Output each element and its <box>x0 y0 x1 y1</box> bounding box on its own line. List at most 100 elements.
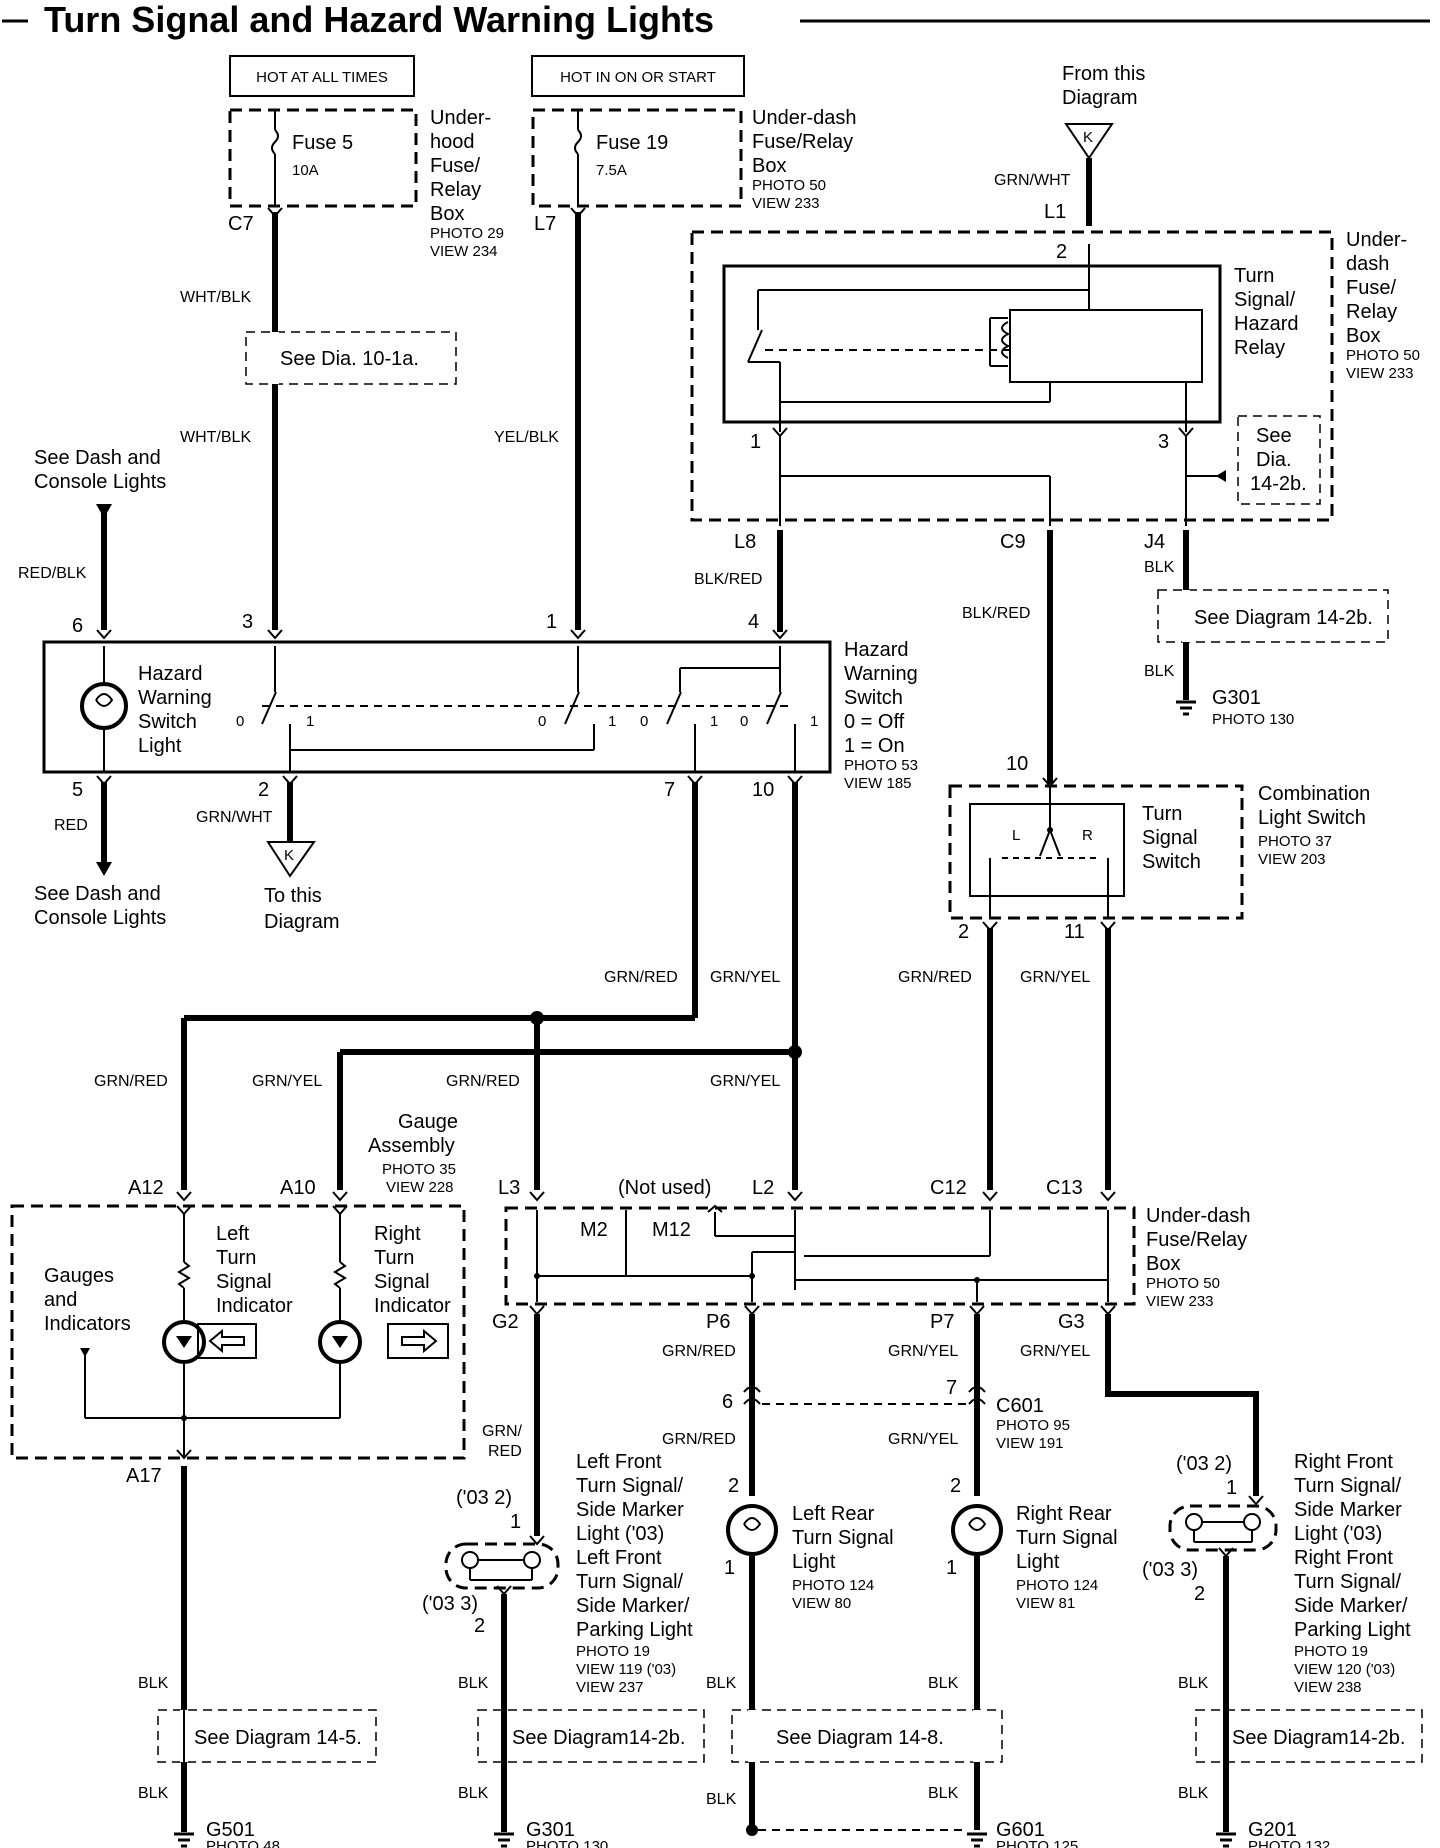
right-indicator-l2: Turn <box>374 1247 414 1269</box>
lr-p2: 2 <box>728 1475 739 1497</box>
hazard-sw-0-c: 0 <box>640 713 648 730</box>
hazard-light-l2: Warning <box>138 687 212 709</box>
wire-wht-blk-2: WHT/BLK <box>180 429 251 446</box>
relay-l1: Turn <box>1234 265 1274 287</box>
hazard-switch-pin2: 2 <box>258 779 269 801</box>
relay-box-l4: Relay <box>1346 301 1397 323</box>
turn-switch-l1: Turn <box>1142 803 1182 825</box>
wire-blk-red-1: BLK/RED <box>694 571 762 588</box>
see-diagram-14-2b-b: See Diagram14-2b. <box>1232 1727 1405 1749</box>
ud-bottom-l3pin: L3 <box>498 1177 520 1199</box>
underdash-top-l3: Box <box>752 155 786 177</box>
wire-grn-yel-4: GRN/YEL <box>1020 969 1090 986</box>
hazard-sw-1-a: 1 <box>306 713 314 730</box>
lf-view2: VIEW 237 <box>576 1679 644 1696</box>
ud-bottom-m12: M12 <box>652 1219 691 1241</box>
wire-grn-yel-3: GRN/YEL <box>710 1073 780 1090</box>
relay-box-l1: Under- <box>1346 229 1407 251</box>
hazard-switch-pin5: 5 <box>72 779 83 801</box>
rf-l7: Side Marker/ <box>1294 1595 1408 1617</box>
relay-l4: Relay <box>1234 337 1285 359</box>
left-front-bulb-icon-1 <box>461 1551 479 1569</box>
gauge-view: VIEW 228 <box>386 1179 454 1196</box>
hazard-switch-pin7: 7 <box>664 779 675 801</box>
g301-bottom-name: G301 <box>526 1819 575 1841</box>
relay-pin-c9: C9 <box>1000 531 1026 553</box>
ud-bottom-g2: G2 <box>492 1311 519 1333</box>
gauges-l1: Gauges <box>44 1265 114 1287</box>
turn-switch-L: L <box>1012 827 1020 844</box>
wire-grn-red-4: GRN/RED <box>898 969 972 986</box>
rf-yr2: ('03 2) <box>1176 1453 1232 1475</box>
rf-l6: Turn Signal/ <box>1294 1571 1402 1593</box>
lr-photo: PHOTO 124 <box>792 1577 874 1594</box>
gauge-l1: Gauge <box>398 1111 458 1133</box>
right-indicator-l4: Indicator <box>374 1295 451 1317</box>
see-diagram-14-2b-right: See Diagram 14-2b. <box>1194 607 1373 629</box>
hazard-light-l1: Hazard <box>138 663 202 685</box>
turn-switch-l3: Switch <box>1142 851 1201 873</box>
g601-photo: PHOTO 125 <box>996 1838 1078 1848</box>
gauges-l2: and <box>44 1289 77 1311</box>
combo-switch-l1: Combination <box>1258 783 1370 805</box>
lf-l1: Left Front <box>576 1451 662 1473</box>
ud-bottom-l2: Fuse/Relay <box>1146 1229 1247 1251</box>
c601-pin7: 7 <box>946 1377 957 1399</box>
lf-l6: Turn Signal/ <box>576 1571 684 1593</box>
see-diagram-14-2b-a: See Diagram14-2b. <box>512 1727 685 1749</box>
wire-blk-b1: BLK <box>138 1675 169 1692</box>
lr-view: VIEW 80 <box>792 1595 851 1612</box>
wire-grn-yel-7: GRN/YEL <box>888 1431 958 1448</box>
combo-switch-pin11: 11 <box>1064 921 1085 943</box>
ud-bottom-l2pin: L2 <box>752 1177 774 1199</box>
wire-grn-red-6: GRN/ <box>482 1423 523 1440</box>
fuse19-rating: 7.5A <box>596 162 627 179</box>
rr-p2: 2 <box>950 1475 961 1497</box>
left-indicator-l3: Signal <box>216 1271 272 1293</box>
hazard-switch-l1: Hazard <box>844 639 908 661</box>
to-diagram-l2: Diagram <box>264 911 340 933</box>
lf-yr2: ('03 2) <box>456 1487 512 1509</box>
wire-yel-blk: YEL/BLK <box>494 429 559 446</box>
combo-switch-pin2: 2 <box>958 921 969 943</box>
rf-l2: Turn Signal/ <box>1294 1475 1402 1497</box>
fuse19-pin: L7 <box>534 213 556 235</box>
right-indicator-l1: Right <box>374 1223 421 1245</box>
wire-grn-wht: GRN/WHT <box>196 809 273 826</box>
ud-bottom-photo: PHOTO 50 <box>1146 1275 1220 1292</box>
wire-red: RED <box>54 817 88 834</box>
underhood-box-view: VIEW 234 <box>430 243 498 260</box>
g201-name: G201 <box>1248 1819 1297 1841</box>
left-indicator-l2: Turn <box>216 1247 256 1269</box>
wire-blk-b9: BLK <box>928 1785 959 1802</box>
from-diagram-pin2: 2 <box>1056 241 1067 263</box>
relay-box-l5: Box <box>1346 325 1380 347</box>
hazard-sw-1-b: 1 <box>608 713 616 730</box>
lf-l3: Side Marker <box>576 1499 684 1521</box>
wire-blk-j4-2: BLK <box>1144 663 1175 680</box>
lf-l8: Parking Light <box>576 1619 693 1641</box>
rf-photo: PHOTO 19 <box>1294 1643 1368 1660</box>
see-dash-bot-l1: See Dash and <box>34 883 161 905</box>
wire-blk-b7: BLK <box>458 1785 489 1802</box>
wire-blk-b6: BLK <box>138 1785 169 1802</box>
ud-bottom-c12: C12 <box>930 1177 967 1199</box>
relay-l3: Hazard <box>1234 313 1298 335</box>
underhood-box-l4: Relay <box>430 179 481 201</box>
wire-red-blk: RED/BLK <box>18 565 87 582</box>
ud-bottom-g3: G3 <box>1058 1311 1085 1333</box>
lr-l1: Left Rear <box>792 1503 875 1525</box>
relay-pin-j4: J4 <box>1144 531 1165 553</box>
relay-box-l3: Fuse/ <box>1346 277 1396 299</box>
hazard-switch-l5: 1 = On <box>844 735 905 757</box>
relay-pin-l8: L8 <box>734 531 756 553</box>
lf-l7: Side Marker/ <box>576 1595 690 1617</box>
lf-yr3: ('03 3) <box>422 1593 478 1615</box>
rf-view1: VIEW 120 ('03) <box>1294 1661 1395 1678</box>
rf-l1: Right Front <box>1294 1451 1393 1473</box>
lf-l5: Left Front <box>576 1547 662 1569</box>
hazard-switch-pin1: 1 <box>546 611 557 633</box>
right-arrow-icon <box>401 1328 438 1354</box>
hot-at-all-times-label: HOT AT ALL TIMES <box>256 69 388 86</box>
